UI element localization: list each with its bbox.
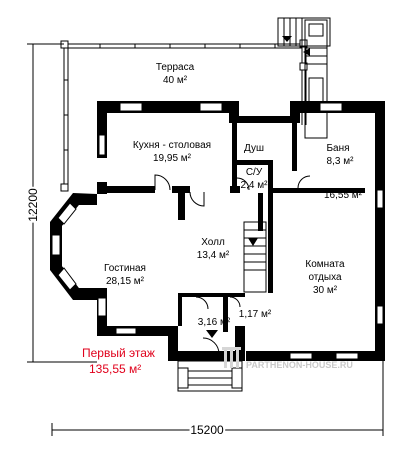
room-name-line2: отдыха [308,272,342,283]
stair-arrow-icon [248,238,258,246]
terrace-fence-marks [64,44,276,151]
terrace-posts [60,39,308,192]
kitchen-name: Кухня - столовая [133,140,211,151]
hall-name: Холл [201,237,225,248]
bath-name: Баня [326,143,349,154]
bay-fill [62,205,97,288]
living-name: Гостиная [104,263,146,274]
room-name-line1: Комната [305,259,345,270]
dimension-lines [27,43,384,436]
interior-walls [100,123,365,332]
room-area-top: 16,55 м² [324,190,363,201]
terrace-area: 40 м² [163,75,188,86]
bath-area: 8,3 м² [327,156,355,167]
interior-stair [243,221,267,293]
windows [97,102,384,360]
kitchen-area: 19,95 м² [153,153,192,164]
entry-porch [177,360,243,392]
entry-arrow-icon [206,330,218,338]
watermark: PARTHENON-HOUSE.RU [246,360,353,370]
living-area: 28,15 м² [106,276,145,287]
doors [154,174,311,355]
stair-arrow-icon [282,36,292,42]
floor-area: 135,55 м² [89,362,141,376]
hall-area: 13,4 м² [197,250,230,261]
shower-name: Душ [244,143,264,154]
dimension-height: 12200 [26,188,40,222]
wc-area: 2,4 м² [241,180,269,191]
bay-windows [51,202,77,291]
room-area: 30 м² [313,285,338,296]
terrace-name: Терраса [156,62,195,73]
vestibule-area: 3,16 м² [198,317,231,328]
dimension-width: 15200 [190,423,224,437]
stair-arrow-icon [303,48,310,56]
floor-title: Первый этаж [82,346,155,360]
watermark-logo-icon [222,347,241,368]
exterior-stair [277,17,331,139]
wc-name: С/У [246,167,263,178]
terrace-outline [63,43,307,188]
closet-area: 1,17 м² [239,309,272,320]
